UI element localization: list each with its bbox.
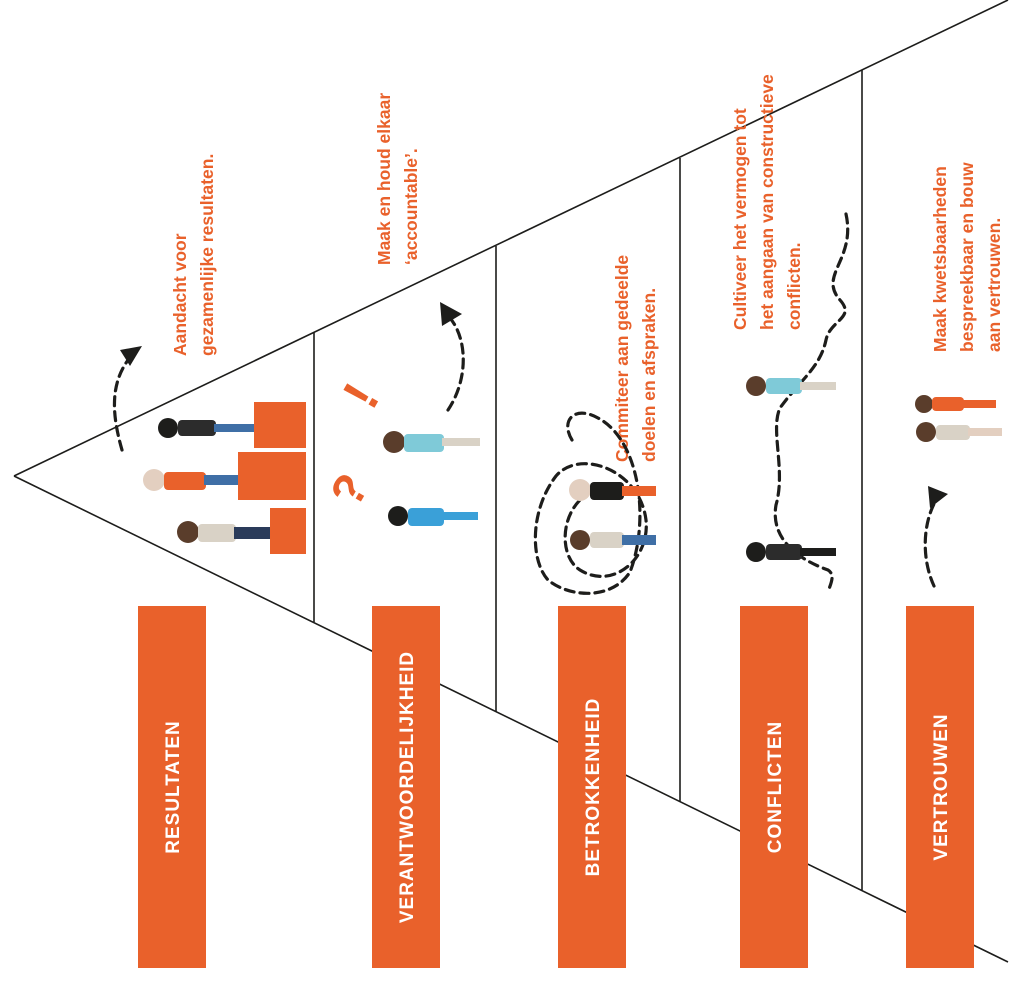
results-illustration (143, 402, 306, 554)
desc-betrokkenheid: Commiteer aan gedeelde doelen en afsprak… (612, 255, 659, 462)
pyramid-outline (13, 0, 1009, 963)
trust-illustration (915, 395, 1002, 442)
commitment-illustration (569, 479, 656, 550)
person-commit-2-icon (570, 530, 656, 550)
person-conflict-2-icon (746, 542, 836, 562)
bar-vertrouwen: VERTROUWEN (906, 606, 974, 968)
conflict-rope (773, 212, 850, 594)
person-trust-2-icon (916, 422, 1002, 442)
svg-text:conflicten.: conflicten. (784, 242, 804, 330)
svg-text:bespreekbaar en bouw: bespreekbaar en bouw (957, 162, 977, 352)
dashed-arrows (112, 212, 948, 595)
svg-text:Commiteer aan gedeelde: Commiteer aan gedeelde (612, 255, 632, 462)
podium-box-1 (254, 402, 306, 448)
arrow-verantwoordelijkheid (446, 316, 465, 412)
accountability-illustration (383, 431, 480, 526)
svg-text:‘accountable’.: ‘accountable’. (401, 148, 421, 265)
person-result-2-icon (143, 469, 238, 491)
bar-label-vertrouwen: VERTROUWEN (931, 713, 952, 860)
svg-text:Maak en houd elkaar: Maak en houd elkaar (374, 93, 394, 265)
bar-label-verantwoordelijkheid: VERANTWOORDELIJKHEID (397, 651, 418, 923)
desc-vertrouwen: Maak kwetsbaarheden bespreekbaar en bouw… (930, 162, 1004, 352)
arrow-vertrouwen (923, 498, 938, 588)
svg-text:gezamenlijke resultaten.: gezamenlijke resultaten. (197, 154, 217, 356)
bar-resultaten: RESULTATEN (138, 606, 206, 968)
podium-box-3 (270, 508, 306, 554)
desc-verantwoordelijkheid: Maak en houd elkaar ‘accountable’. (374, 93, 421, 265)
arrow-resultaten (112, 358, 130, 452)
person-trust-1-icon (915, 395, 996, 413)
svg-text:Maak kwetsbaarheden: Maak kwetsbaarheden (930, 166, 950, 352)
question-icon: ? (320, 465, 379, 515)
commitment-loops (533, 411, 648, 595)
exclamation-icon: ! (332, 374, 391, 418)
bar-label-resultaten: RESULTATEN (163, 720, 184, 854)
bar-label-conflicten: CONFLICTEN (765, 721, 786, 853)
podium-box-2 (238, 452, 306, 500)
person-result-3-icon (177, 521, 270, 543)
bar-verantwoordelijkheid: VERANTWOORDELIJKHEID (372, 606, 440, 968)
level-bars: RESULTATEN VERANTWOORDELIJKHEID BETROKKE… (138, 606, 974, 968)
svg-text:Aandacht voor: Aandacht voor (170, 233, 190, 356)
desc-conflicten: Cultiveer het vermogen tot het aangaan v… (730, 74, 804, 330)
bar-conflicten: CONFLICTEN (740, 606, 808, 968)
svg-text:Cultiveer het vermogen tot: Cultiveer het vermogen tot (730, 108, 750, 330)
person-commit-1-icon (569, 479, 656, 501)
symbols: ! ? (320, 374, 391, 515)
svg-text:het aangaan van constructieve: het aangaan van constructieve (757, 74, 777, 330)
conflict-illustration (746, 376, 836, 562)
bar-betrokkenheid: BETROKKENHEID (558, 606, 626, 968)
bar-label-betrokkenheid: BETROKKENHEID (583, 698, 604, 877)
svg-text:aan vertrouwen.: aan vertrouwen. (984, 218, 1004, 352)
person-result-1-icon (158, 418, 254, 438)
person-conflict-1-icon (746, 376, 836, 396)
arrowhead-resultaten (120, 346, 142, 366)
person-accountable-1-icon (383, 431, 480, 453)
svg-text:doelen en afspraken.: doelen en afspraken. (639, 288, 659, 462)
desc-resultaten: Aandacht voor gezamenlijke resultaten. (170, 154, 217, 356)
arrowhead-verantwoordelijkheid (440, 302, 462, 326)
arrowhead-vertrouwen (928, 486, 948, 508)
person-accountable-2-icon (388, 506, 478, 526)
